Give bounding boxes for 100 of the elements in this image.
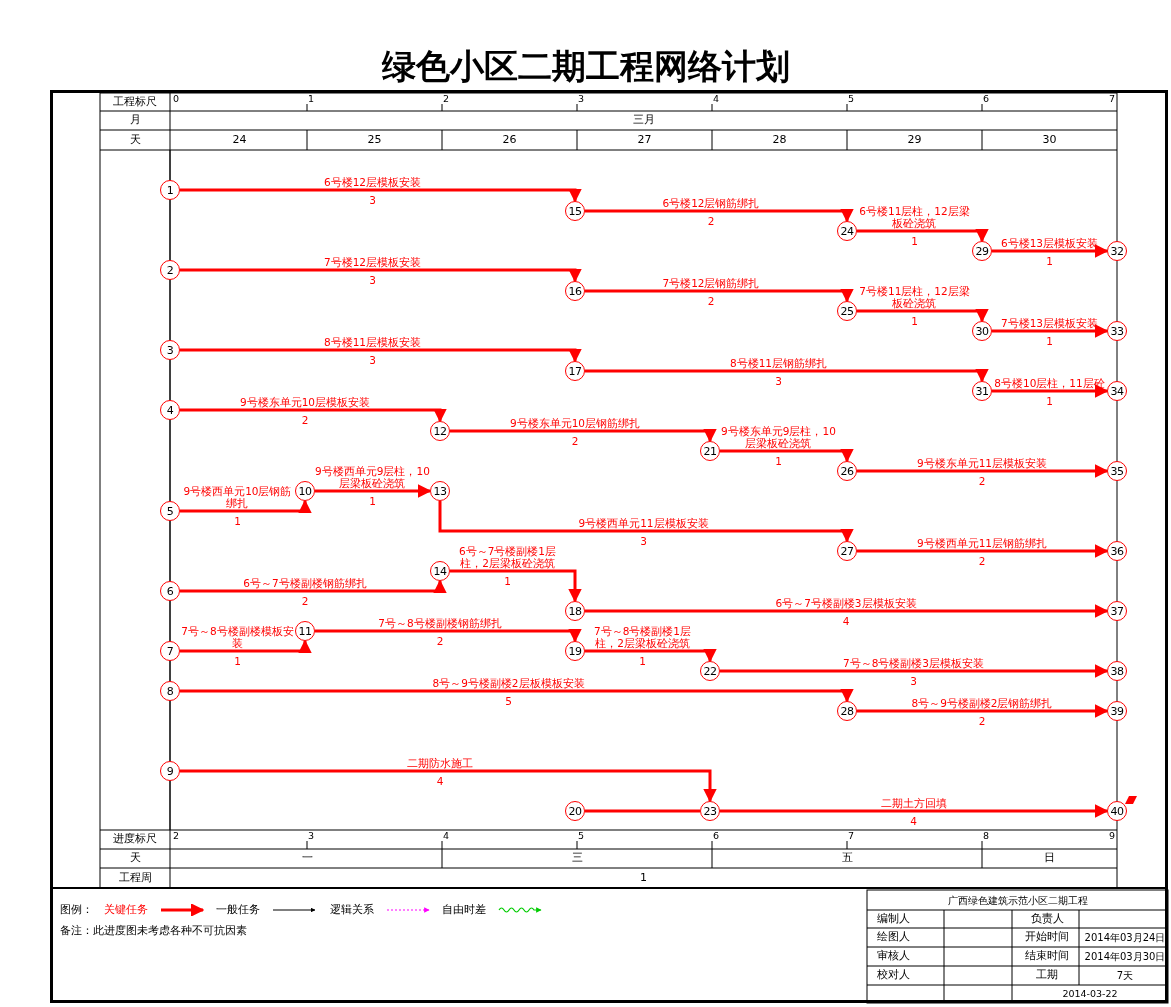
- table-text: 2014-03-22: [1062, 988, 1118, 1000]
- edge-label: 9号楼西单元11层钢筋绑扎: [915, 536, 1048, 549]
- duration-label: 2: [571, 435, 579, 447]
- event-circle: 5: [160, 501, 180, 521]
- duration-label: 2: [436, 635, 444, 647]
- arrow: [720, 664, 1109, 678]
- arrow: [585, 208, 854, 223]
- duration-label: 4: [910, 815, 917, 827]
- legend-label: 关键任务: [104, 903, 148, 917]
- duration-label: 1: [1046, 255, 1053, 267]
- scale-label: 4: [713, 93, 720, 105]
- duration-label: 5: [505, 695, 512, 707]
- scale-label: 7: [848, 830, 855, 842]
- duration-label: 3: [910, 675, 917, 687]
- event-circle: 37: [1107, 601, 1127, 621]
- event-circle: 17: [565, 361, 585, 381]
- event-circle: 14: [430, 561, 450, 581]
- edge-label: 7号～8号楼副楼模板安装: [180, 624, 295, 649]
- duration-label: 1: [911, 315, 918, 327]
- note-text: 备注：此进度图未考虑各种不可抗因素: [60, 924, 247, 938]
- scale-label: 进度标尺: [113, 833, 157, 846]
- event-circle: 20: [565, 801, 585, 821]
- legend-label: 逻辑关系: [330, 903, 374, 917]
- event-circle: 39: [1107, 701, 1127, 721]
- scale-label: 工程标尺: [113, 95, 157, 109]
- arrow: [180, 688, 854, 703]
- edge-label: 8号～9号楼副楼2层板模板安装: [431, 676, 586, 689]
- arrow: [180, 348, 582, 363]
- duration-label: 3: [369, 274, 376, 286]
- duration-label: 1: [234, 655, 241, 667]
- arrow: [450, 428, 717, 443]
- edge-label: 7号～8号楼副楼1层柱，2层梁板砼浇筑: [592, 624, 692, 649]
- edge-label: 二期土方回填: [879, 796, 948, 809]
- event-circle: 10: [295, 481, 315, 501]
- event-circle: 11: [295, 621, 315, 641]
- table-text: 2014年03月24日: [1084, 932, 1166, 943]
- duration-label: 1: [1046, 335, 1053, 347]
- arrow: [585, 368, 989, 383]
- arrow: [585, 648, 717, 663]
- duration-label: 1: [504, 575, 511, 587]
- scale-label: 9: [1108, 830, 1115, 842]
- edge-label: 6号～7号楼副楼钢筋绑扎: [242, 576, 368, 589]
- event-circle: 21: [700, 441, 720, 461]
- arrow: [180, 408, 447, 423]
- table-text: 广西绿色建筑示范小区二期工程: [947, 894, 1088, 906]
- arrow: [720, 804, 1109, 818]
- scale-label: 28: [772, 133, 787, 147]
- event-circle: 30: [972, 321, 992, 341]
- edge-label: 8号楼11层钢筋绑扎: [728, 356, 828, 369]
- event-circle: 15: [565, 201, 585, 221]
- event-circle: 1: [160, 180, 180, 200]
- scale-label: 图例：: [60, 903, 93, 917]
- event-circle: 22: [700, 661, 720, 681]
- event-circle: 24: [837, 221, 857, 241]
- event-circle: 29: [972, 241, 992, 261]
- edge-label: 8号～9号楼副楼2层钢筋绑扎: [910, 696, 1054, 709]
- edge-label: 6号楼12层模板安装: [322, 175, 422, 188]
- event-circle: 40: [1107, 801, 1127, 821]
- table-text: 结束时间: [1025, 950, 1069, 963]
- event-circle: 28: [837, 701, 857, 721]
- scale-label: 4: [443, 830, 450, 842]
- scale-label: 1: [640, 871, 647, 885]
- duration-label: 3: [369, 354, 376, 366]
- edge-label: 7号楼12层模板安装: [322, 255, 422, 268]
- edge-label: 9号楼东单元11层模板安装: [915, 456, 1048, 469]
- arrow: [450, 569, 582, 603]
- arrow: [180, 188, 582, 203]
- event-circle: 6: [160, 581, 180, 601]
- scale-label: 24: [232, 133, 247, 147]
- scale-label: 2: [443, 93, 450, 105]
- edge-label: 6号～7号楼副楼1层柱，2层梁板砼浇筑: [457, 544, 557, 569]
- scale-label: 6: [713, 830, 720, 842]
- scale-label: 27: [637, 133, 652, 147]
- scale-label: 5: [578, 830, 585, 842]
- duration-label: 1: [639, 655, 646, 667]
- event-circle: 31: [972, 381, 992, 401]
- event-circle: 32: [1107, 241, 1127, 261]
- arrow: [857, 308, 989, 323]
- duration-label: 1: [369, 495, 376, 507]
- arrow: [180, 499, 312, 514]
- arrow: [992, 244, 1109, 258]
- table-text: 审核人: [877, 950, 910, 963]
- event-circle: 27: [837, 541, 857, 561]
- scale-label: 5: [848, 93, 855, 105]
- arrow: [180, 769, 717, 803]
- duration-label: 2: [301, 414, 309, 426]
- edge-label: 二期防水施工: [406, 756, 474, 769]
- table-text: 2014年03月30日: [1084, 951, 1166, 962]
- duration-label: 3: [369, 194, 376, 206]
- scale-label: 3: [578, 93, 585, 105]
- duration-label: 2: [301, 595, 309, 607]
- duration-label: 2: [707, 215, 715, 227]
- table-text: 工期: [1036, 969, 1058, 982]
- arrow: [857, 704, 1109, 718]
- arrow: [438, 501, 854, 543]
- duration-label: 3: [640, 535, 647, 547]
- scale-label: 26: [502, 133, 517, 147]
- event-circle: 19: [565, 641, 585, 661]
- scale-label: 7: [1108, 93, 1115, 105]
- duration-label: 2: [978, 715, 986, 727]
